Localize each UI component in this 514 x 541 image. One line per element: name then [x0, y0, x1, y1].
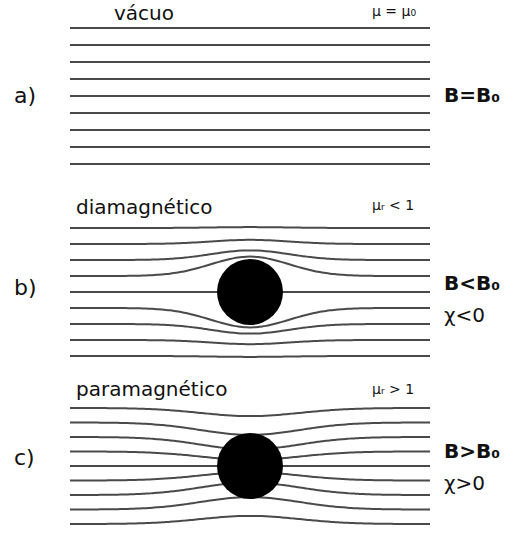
panel-letter: a) [14, 84, 36, 108]
field-relation: B>B₀ [444, 440, 500, 462]
field-line [70, 129, 430, 131]
field-line [70, 240, 430, 244]
permeability-label: μᵣ > 1 [372, 382, 414, 397]
panel-heading: vácuo [112, 2, 176, 24]
field-line [70, 146, 430, 148]
field-line [70, 78, 430, 80]
field-line [70, 226, 430, 229]
field-line [70, 27, 430, 29]
susceptibility-label: χ<0 [444, 304, 485, 326]
field-line [70, 112, 430, 114]
sample-sphere [217, 433, 283, 499]
panel-heading: paramagnético [74, 378, 229, 400]
field-line [70, 44, 430, 46]
para-field [70, 408, 430, 524]
sample-sphere [217, 259, 283, 325]
panel-letter: c) [14, 446, 35, 470]
panel-letter: b) [14, 276, 37, 300]
vac-field [70, 28, 430, 164]
permeability-label: μ = μ₀ [372, 4, 416, 19]
field-line [70, 163, 430, 165]
field-line [70, 408, 430, 416]
field-line [70, 340, 430, 344]
panel-heading: diamagnético [74, 196, 215, 218]
susceptibility-label: χ>0 [444, 472, 485, 494]
field-line [70, 61, 430, 63]
field-line [70, 355, 430, 358]
dia-field [70, 227, 430, 357]
field-line [70, 250, 430, 260]
field-relation: B=B₀ [444, 84, 500, 106]
field-line [70, 516, 430, 524]
field-line [70, 95, 430, 97]
field-relation: B<B₀ [444, 272, 500, 294]
permeability-label: μᵣ < 1 [372, 198, 414, 213]
field-line [70, 324, 430, 334]
